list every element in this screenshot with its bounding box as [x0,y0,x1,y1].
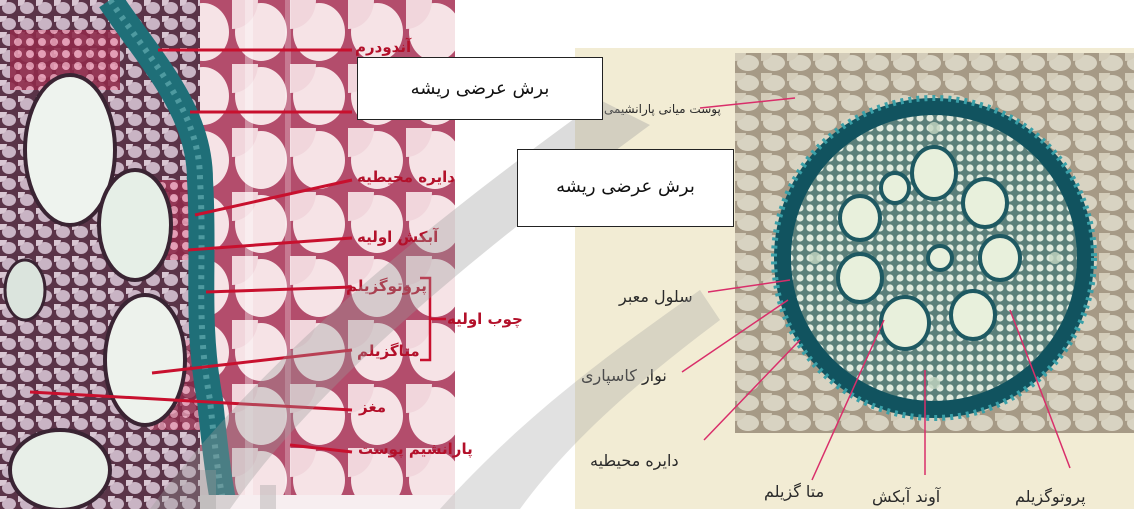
right-micrograph [735,53,1134,433]
label-cortex: پوست میانی پارانشیمی [604,102,721,116]
label-metaxylem-left: متاگزیلم [357,342,420,360]
label-passage-cell: سلول معبر [619,287,693,306]
section-title-callout-middle: برش عرضی ریشه [517,149,734,227]
label-casparian-strip: نوار کاسپاری [581,366,667,385]
label-cortex-parenchyma: پارانشیم پوست [358,440,473,458]
label-protoxylem-right: پروتوگزیلم [1015,487,1086,506]
label-protoxylem-left: پروتوگزیلم [346,277,427,295]
callout-middle-text: برش عرضی ریشه [518,178,733,196]
label-phloem: آوند آبکش [872,487,940,506]
label-metaxylem-right: متا گزیلم [764,482,824,501]
label-primary-xylem: چوب اولیه [447,310,523,328]
right-micrograph-drawing [735,53,1134,433]
label-primary-phloem: آبکش اولیه [357,228,438,246]
label-endodermis: آندودرم [355,38,411,56]
section-title-callout-top: برش عرضی ریشه [357,57,603,120]
label-pericycle-right: دایره محیطیه [590,451,679,470]
label-pericycle-left: دایره محیطیه [357,168,455,186]
label-pith: مغز [359,398,386,416]
callout-top-text: برش عرضی ریشه [358,80,602,98]
